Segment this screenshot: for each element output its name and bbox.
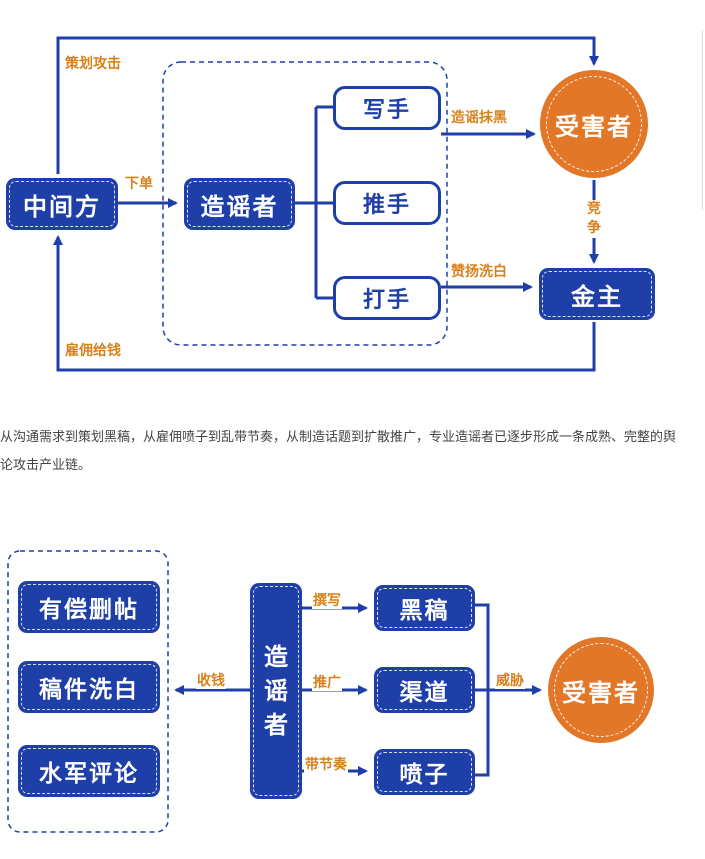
- output-black-article: 黑稿: [374, 585, 475, 631]
- collect-money-label: 收钱: [196, 673, 226, 689]
- threaten-label: 威胁: [495, 673, 525, 689]
- sponsor-node: 金主: [539, 268, 655, 320]
- promoter-node: 推手: [333, 181, 441, 225]
- competition-label: 竞争: [586, 200, 602, 238]
- middleman-node: 中间方: [6, 178, 118, 230]
- output-channels: 渠道: [374, 667, 475, 713]
- side-divider: [702, 30, 703, 210]
- rumor-maker-node: 造谣者: [184, 178, 295, 230]
- promote-label: 推广: [312, 675, 342, 691]
- service-troll-comments: 水军评论: [18, 745, 160, 797]
- diagram1-connectors: [53, 36, 599, 372]
- smear-label: 造谣抹黑: [450, 110, 508, 126]
- rumor-attack-flow-diagram: 中间方 造谣者 写手 推手 打手 受害者 金主 策划攻击 下单 造谣抹黑 赞扬洗…: [0, 0, 705, 400]
- caption-paragraph: 从沟通需求到策划黑稿，从雇佣喷子到乱带节奏，从制造话题到扩散推广，专业造谣者已逐…: [0, 430, 677, 473]
- place-order-label: 下单: [124, 176, 154, 192]
- plan-attack-label: 策划攻击: [64, 56, 122, 72]
- fighter-node: 打手: [333, 276, 441, 320]
- victim-node-2: 受害者: [548, 637, 654, 743]
- rumor-maker-center-node: 造谣者: [250, 583, 302, 799]
- writer-node: 写手: [333, 86, 441, 130]
- write-label: 撰写: [312, 593, 342, 609]
- whitewash-label: 赞扬洗白: [450, 264, 508, 280]
- service-article-whitewash: 稿件洗白: [18, 661, 160, 713]
- hire-pay-label: 雇佣给钱: [64, 343, 122, 359]
- victim-node: 受害者: [540, 70, 648, 178]
- lead-rhythm-label: 带节奏: [304, 757, 348, 773]
- service-paid-deletion: 有偿删帖: [18, 581, 160, 633]
- output-trolls: 喷子: [374, 749, 475, 795]
- rumor-service-diagram: 有偿删帖 稿件洗白 水军评论 造谣者 黑稿 渠道 喷子 受害者 收钱 撰写 推广…: [0, 535, 705, 859]
